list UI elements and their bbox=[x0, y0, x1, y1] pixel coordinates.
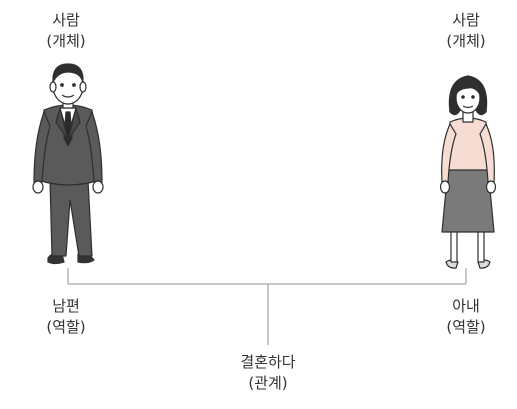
relation-title: 결혼하다 bbox=[240, 353, 296, 371]
woman-role-subtitle: (역할) bbox=[446, 318, 486, 336]
man-role-subtitle: (역할) bbox=[46, 318, 86, 336]
woman-entity-title: 사람 bbox=[452, 11, 480, 29]
man-role-title: 남편 bbox=[52, 297, 80, 315]
relation-label: 결혼하다 (관계) bbox=[218, 352, 318, 394]
man-figure bbox=[32, 63, 104, 265]
relation-subtitle: (관계) bbox=[248, 374, 288, 392]
man-role-label: 남편 (역할) bbox=[30, 296, 102, 338]
man-entity-subtitle: (개체) bbox=[46, 32, 86, 50]
man-entity-label: 사람 (개체) bbox=[30, 10, 102, 52]
woman-role-label: 아내 (역할) bbox=[430, 296, 502, 338]
connector-lines bbox=[67, 268, 467, 345]
woman-entity-label: 사람 (개체) bbox=[430, 10, 502, 52]
woman-role-title: 아내 bbox=[452, 297, 480, 315]
woman-entity-subtitle: (개체) bbox=[446, 32, 486, 50]
woman-figure bbox=[439, 75, 497, 269]
man-entity-title: 사람 bbox=[52, 11, 80, 29]
